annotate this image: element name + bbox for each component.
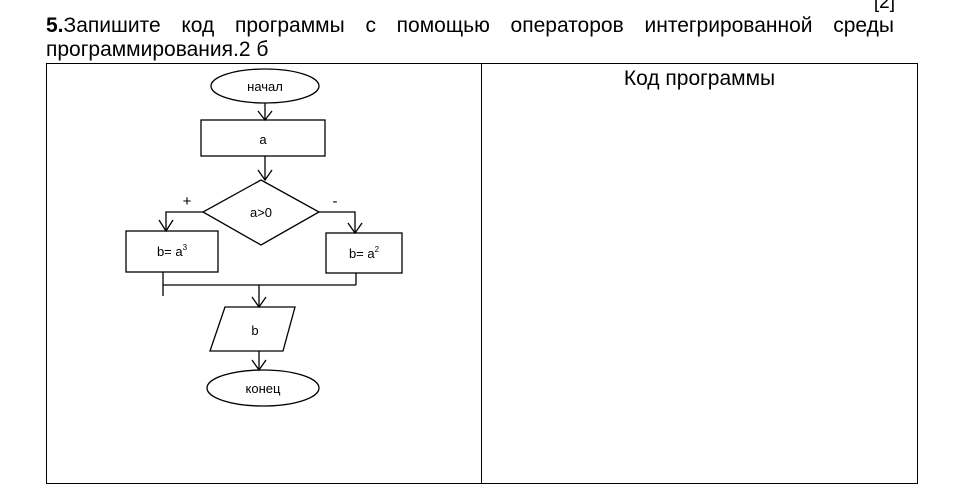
task-statement: 5.Запишите код программы с помощью опера… [46, 14, 894, 62]
yes-action-label: b= a3 [157, 243, 188, 259]
code-cell[interactable]: Код программы [481, 63, 918, 484]
score-label: [2] [873, 0, 895, 13]
input-block [200, 119, 326, 157]
condition-diamond [201, 179, 321, 246]
task-number: 5. [46, 14, 64, 37]
no-action-block [325, 232, 403, 274]
condition-label: a>0 [250, 205, 272, 220]
start-label: начал [247, 79, 283, 94]
no-branch-label: - [333, 193, 338, 210]
no-action-label: b= a2 [349, 245, 380, 261]
yes-action-block [125, 230, 219, 273]
output-label: b [251, 323, 258, 338]
yes-branch-label: + [183, 193, 192, 210]
input-label: a [259, 132, 267, 147]
flowchart-cell: начал a a>0 + - b= a3 b= a2 b конец [46, 63, 482, 484]
task-table: начал a a>0 + - b= a3 b= a2 b конец Код [46, 63, 918, 484]
task-text: Запишите код программы с помощью операто… [46, 14, 894, 61]
end-terminal [206, 369, 320, 407]
end-label: конец [246, 381, 281, 396]
code-panel-title: Код программы [623, 67, 776, 90]
output-block [209, 306, 296, 352]
flowchart: начал a a>0 + - b= a3 b= a2 b конец [125, 68, 403, 407]
